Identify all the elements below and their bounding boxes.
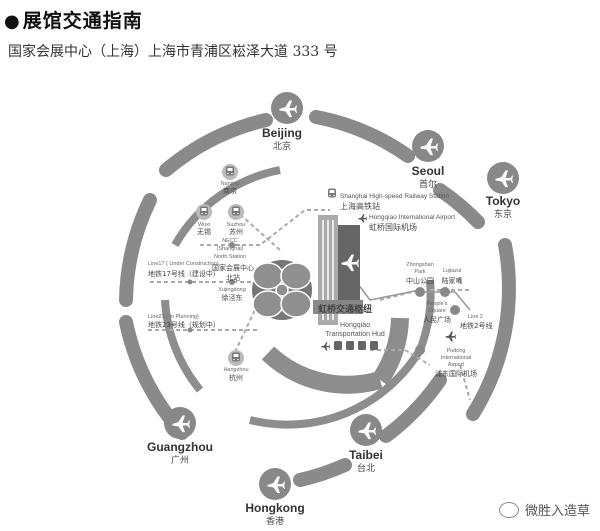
necc-venue-icon [252,260,312,320]
xujingdong-zh: 徐泾东 [222,293,243,302]
station-hangzhou: Hangzhou 杭州 [223,350,249,382]
train-icon [200,206,208,216]
wechat-logo-icon [498,501,519,518]
svg-text:Hongqiao International Airport: Hongqiao International Airport [369,214,455,221]
svg-text:苏州: 苏州 [229,227,243,236]
xujingdong-en: Xujingdong [218,287,246,293]
lujiazui-en: Lujiazui [443,268,462,274]
svg-text:南京: 南京 [223,186,237,195]
plane-icon [358,214,367,223]
station-wuxi: Wuxi 无锡 [196,204,212,236]
svg-text:虹桥国际机场: 虹桥国际机场 [369,222,417,232]
transport-map: 虹桥交通枢纽 Hongqiao Transportation Hud Beiji… [119,92,520,527]
watermark: 微胜入造草 [498,500,590,519]
station-hsr: Shanghai High-speed Railway Station 上海高铁… [328,188,450,211]
svg-text:Wuxi: Wuxi [198,222,210,228]
station-hongqiao-airport: Hongqiao International Airport 虹桥国际机场 [358,214,455,232]
line17-en: Line17 ( Under Construction) [148,261,219,267]
airport-hongkong: Hongkong 香港 [245,468,305,527]
svg-text:Hangzhou: Hangzhou [223,367,248,373]
hub-label-en1: Hongqiao [340,322,370,329]
taibei-zh: 台北 [357,462,375,474]
svg-text:上海高铁站: 上海高铁站 [340,201,380,211]
beijing-en: Beijing [262,126,302,140]
necc-north-en3: North Station [214,254,246,260]
metro-dots [187,242,460,355]
hub-label-zh: 虹桥交通枢纽 [318,303,372,315]
zhongshan-en2: Park [414,269,426,275]
inner-ring [161,166,435,429]
page-heading-text: 展馆交通指南 [22,10,143,32]
seoul-zh: 首尔 [419,178,437,190]
hongkong-en: Hongkong [245,501,304,515]
line2-zh: 地铁2号线 [460,321,492,330]
line23-zh: 地铁23号线（规划中） [148,320,220,329]
pudong-en1: Pudong [447,348,466,354]
watermark-text: 微胜入造草 [524,504,590,519]
necc-north-en2: (Shanghai) [217,246,244,252]
hongkong-zh: 香港 [266,515,284,527]
svg-text:Suzhou: Suzhou [227,222,246,228]
zhongshan-zh: 中山公园 [406,276,434,285]
airport-tokyo: Tokyo 东京 [486,162,520,220]
beijing-zh: 北京 [273,140,291,152]
pudong-en2: International [441,355,471,361]
airport-beijing: Beijing 北京 [262,92,303,152]
line23-en: Line23 ( In Planning) [148,314,199,320]
hub-transport-icons [321,341,378,351]
train-icon [232,352,240,362]
airport-taibei: Taibei 台北 [349,414,383,474]
lujiazui-zh: 陆家嘴 [442,276,463,285]
hongqiao-hub-building [313,215,363,325]
tokyo-en: Tokyo [486,194,520,208]
line2-en: Line 2 [468,314,483,320]
guangzhou-en: Guangzhou [147,440,213,454]
line17-zh: 地铁17号线（建设中） [148,269,220,278]
train-icon [226,166,234,176]
airport-seoul: Seoul 首尔 [412,130,445,190]
guangzhou-zh: 广州 [171,454,189,466]
train-icon [328,188,336,198]
svg-text:Nanjing: Nanjing [221,181,240,187]
station-nanjing: Nanjing 南京 [221,164,240,195]
peoples-square-en1: People's [427,301,448,307]
station-suzhou: Suzhou 苏州 [227,204,246,236]
necc-north-zh: 国家会展中心 [212,263,254,272]
page-heading: ●展馆交通指南 [4,6,143,33]
necc-north-zh2: 北站 [226,273,240,282]
zhongshan-en1: Zhongshan [406,262,434,268]
seoul-en: Seoul [412,164,445,178]
pudong-plane-icon [445,331,456,342]
svg-text:无锡: 无锡 [197,227,211,236]
pudong-zh: 浦东国际机场 [435,369,477,378]
peoples-square-zh: 人民广场 [423,315,451,324]
airport-guangzhou: Guangzhou 广州 [147,407,213,466]
necc-north-en1: NECC [222,238,238,244]
peoples-square-en2: Square [428,308,446,314]
svg-text:Shanghai High-speed Railway St: Shanghai High-speed Railway Station [340,193,450,200]
tokyo-zh: 东京 [494,208,512,220]
bullet-icon: ● [4,11,21,32]
taibei-en: Taibei [349,448,383,462]
pudong-en3: Airport [448,362,465,368]
svg-text:杭州: 杭州 [229,373,243,382]
train-icon [232,206,240,216]
hub-label-en2: Transportation Hud [325,331,385,338]
venue-address: 国家会展中心（上海）上海市青浦区崧泽大道 333 号 [8,44,338,60]
hub-arc [261,317,409,394]
